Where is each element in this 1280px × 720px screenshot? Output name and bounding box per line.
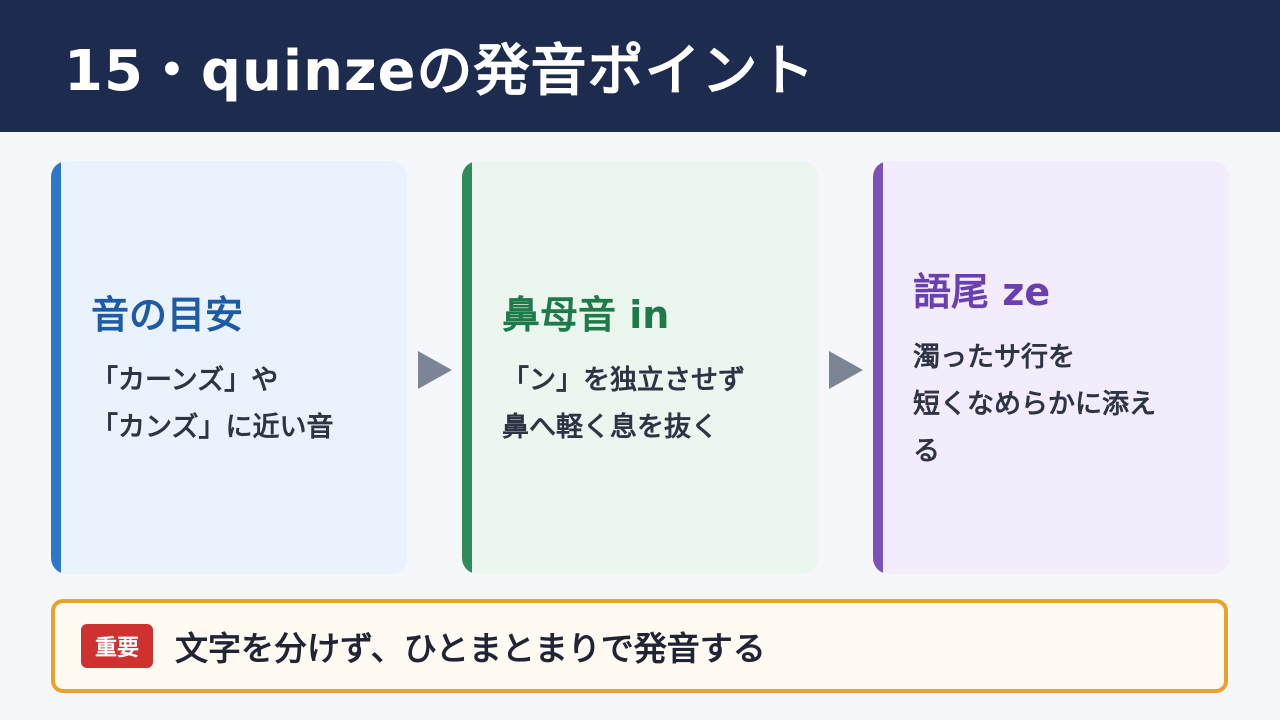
arrow-right-icon [418, 351, 452, 389]
card-word-ending: 語尾 ze 濁ったサ行を 短くなめらかに添え る [873, 161, 1229, 574]
card-nasal-vowel: 鼻母音 in 「ン」を独立させず 鼻へ軽く息を抜く [462, 161, 818, 574]
card-line: 「カンズ」に近い音 [91, 412, 334, 443]
page-title: 15・quinzeの発音ポイント [64, 38, 816, 104]
card-line: 濁ったサ行を [913, 341, 1075, 373]
card-accent-bar [873, 161, 883, 574]
arrow-right-icon [829, 351, 863, 389]
important-note: 重要 文字を分けず、ひとまとまりで発音する [51, 599, 1228, 693]
card-accent-bar [51, 161, 61, 574]
card-title: 語尾 ze [913, 269, 1051, 314]
card-line: 「ン」を独立させず [502, 365, 745, 396]
card-line: 「カーンズ」や [91, 365, 279, 396]
important-badge: 重要 [81, 624, 154, 668]
card-body: 濁ったサ行を 短くなめらかに添え る [913, 334, 1209, 475]
card-sound-guide: 音の目安 「カーンズ」や 「カンズ」に近い音 [51, 161, 407, 574]
card-body: 「ン」を独立させず 鼻へ軽く息を抜く [502, 357, 798, 451]
note-text: 文字を分けず、ひとまとまりで発音する [175, 629, 766, 668]
card-line: る [913, 435, 940, 467]
card-body: 「カーンズ」や 「カンズ」に近い音 [91, 357, 387, 451]
card-title: 鼻母音 in [502, 293, 670, 337]
card-title: 音の目安 [91, 293, 244, 337]
card-accent-bar [462, 161, 472, 574]
header-bar: 15・quinzeの発音ポイント [0, 0, 1280, 132]
card-line: 短くなめらかに添え [913, 388, 1156, 420]
card-line: 鼻へ軽く息を抜く [502, 412, 718, 443]
